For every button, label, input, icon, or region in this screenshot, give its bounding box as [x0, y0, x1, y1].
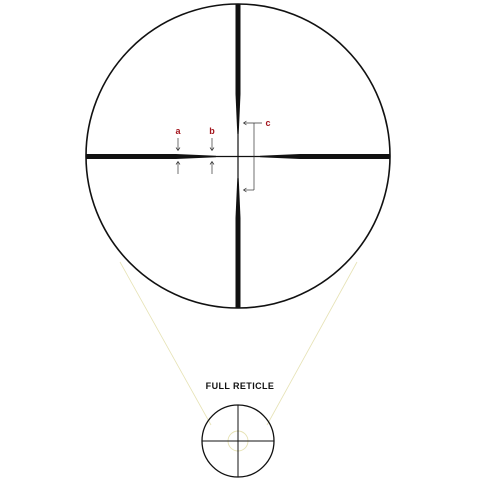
marker-b-upper-arrowhead — [209, 147, 215, 152]
projection-line-right — [266, 261, 358, 426]
dimension-markers — [175, 120, 262, 193]
right-thick-post — [300, 154, 390, 159]
marker-a-upper-arrowhead — [175, 147, 181, 152]
top-thick-post — [235, 4, 241, 94]
marker-c-bottom-arrowhead — [242, 187, 247, 193]
full-reticle-thumbnail — [201, 404, 275, 478]
label-c: c — [265, 118, 270, 128]
bottom-thick-post — [235, 218, 241, 308]
full-reticle-title: FULL RETICLE — [205, 381, 275, 391]
label-a: a — [175, 126, 181, 136]
left-thick-post — [86, 154, 176, 159]
label-b: b — [209, 126, 215, 136]
marker-a-lower-arrowhead — [175, 160, 181, 165]
projection-lines — [119, 261, 358, 426]
bottom-taper — [235, 178, 241, 218]
right-taper — [260, 154, 300, 159]
marker-c-top-arrowhead — [242, 120, 247, 126]
projection-line-left — [119, 261, 212, 426]
marker-b-lower-arrowhead — [209, 160, 215, 165]
magnified-reticle — [85, 3, 391, 309]
top-taper — [235, 94, 241, 134]
left-taper — [176, 154, 216, 159]
